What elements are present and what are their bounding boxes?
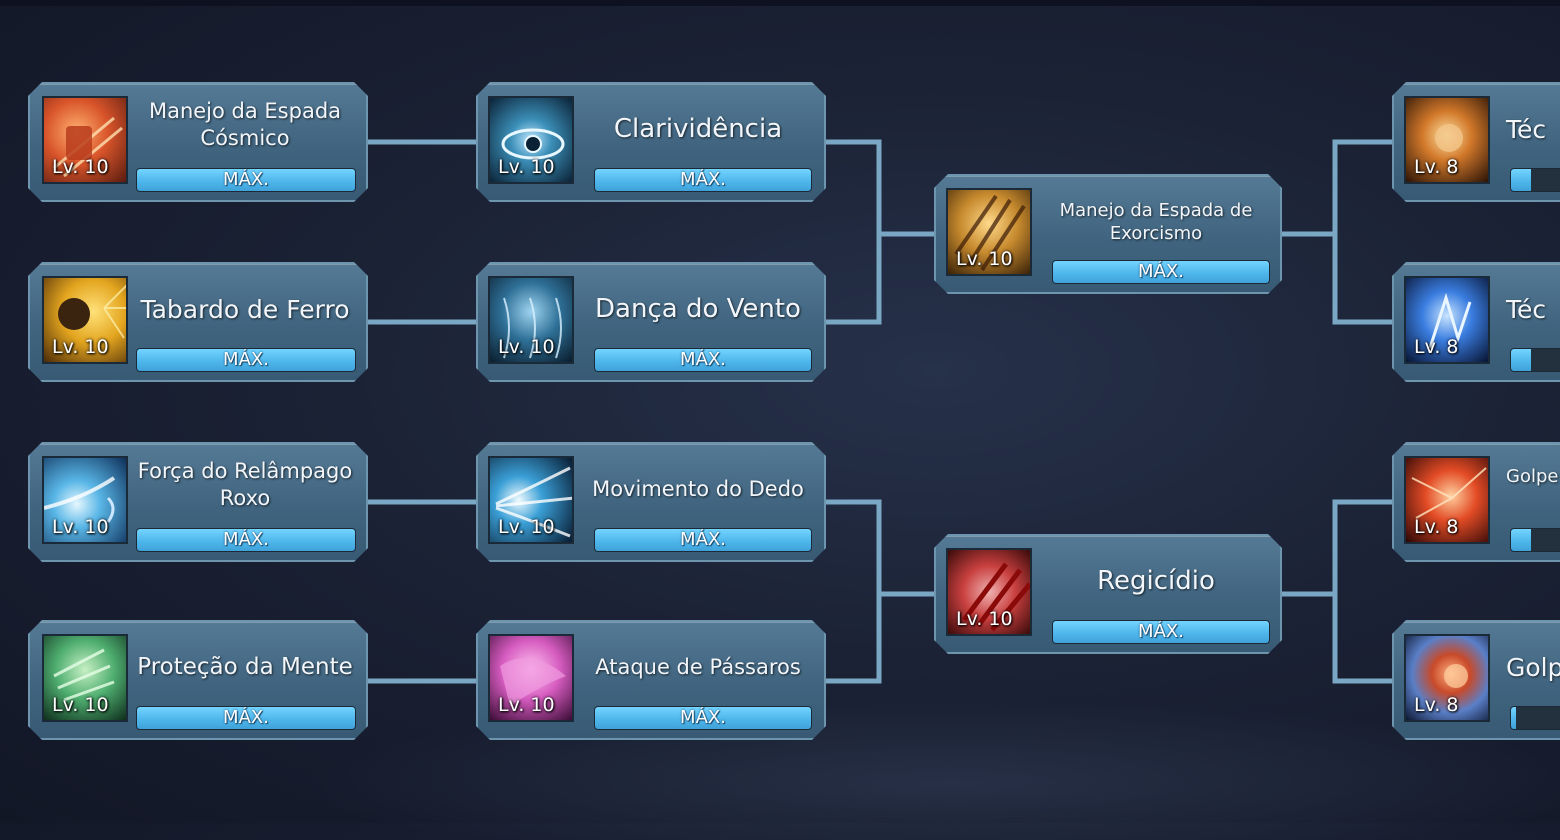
- mind-protection-icon: Lv. 10: [42, 634, 128, 722]
- skill-progress-bar: MÁX.: [594, 348, 812, 372]
- skill-node-strike-1[interactable]: Lv. 8 Golpe: [1392, 442, 1560, 562]
- regicide-claw-icon: Lv. 10: [946, 548, 1032, 636]
- skill-progress-fill: [595, 707, 811, 729]
- skill-level: Lv. 10: [52, 516, 109, 538]
- skill-node-bird-attack[interactable]: Lv. 10 Ataque de Pássaros MÁX.: [476, 620, 826, 740]
- finger-movement-icon: Lv. 10: [488, 456, 574, 544]
- skill-node-cosmic-sword[interactable]: Lv. 10 Manejo da Espada Cósmico MÁX.: [28, 82, 368, 202]
- skill-node-technique-1[interactable]: Lv. 8 Téc: [1392, 82, 1560, 202]
- skill-name: Clarividência: [613, 114, 783, 145]
- skill-progress-fill: [137, 707, 355, 729]
- skill-progress-bar: [1510, 706, 1560, 730]
- skill-progress-fill: [1053, 261, 1269, 283]
- skill-progress-bar: MÁX.: [136, 706, 356, 730]
- skill-level: Lv. 10: [956, 248, 1013, 270]
- skill-progress-bar: MÁX.: [594, 168, 812, 192]
- skill-max-label: MÁX.: [223, 529, 269, 550]
- skill-tree-connectors: [365, 139, 1395, 684]
- skill-progress-fill: [137, 529, 355, 551]
- skill-level: Lv. 10: [498, 336, 555, 358]
- skill-level: Lv. 10: [498, 694, 555, 716]
- wind-dance-icon: Lv. 10: [488, 276, 574, 364]
- skill-max-label: MÁX.: [680, 349, 726, 370]
- skill-progress-fill: [1511, 707, 1516, 729]
- strike-blue-red-icon: Lv. 8: [1404, 634, 1490, 722]
- skill-node-purple-lightning[interactable]: Lv. 10 Força do Relâmpago Roxo MÁX.: [28, 442, 368, 562]
- skill-node-technique-2[interactable]: Lv. 8 Téc: [1392, 262, 1560, 382]
- skill-name: Ataque de Pássaros: [595, 655, 801, 680]
- technique-blue-hand-icon: Lv. 8: [1404, 276, 1490, 364]
- clairvoyance-eye-icon: Lv. 10: [488, 96, 574, 184]
- skill-max-label: MÁX.: [1138, 621, 1184, 642]
- skill-name: Golpe: [1506, 466, 1559, 488]
- skill-max-label: MÁX.: [680, 169, 726, 190]
- skill-progress-bar: MÁX.: [594, 528, 812, 552]
- skill-node-strike-2[interactable]: Lv. 8 Golp: [1392, 620, 1560, 740]
- skill-progress-fill: [1511, 349, 1531, 371]
- skill-max-label: MÁX.: [1138, 261, 1184, 282]
- skill-node-finger-movement[interactable]: Lv. 10 Movimento do Dedo MÁX.: [476, 442, 826, 562]
- skill-name: Força do Relâmpago Roxo: [137, 458, 353, 510]
- skill-progress-bar: [1510, 528, 1560, 552]
- bird-attack-icon: Lv. 10: [488, 634, 574, 722]
- skill-node-iron-tabard[interactable]: Lv. 10 Tabardo de Ferro MÁX.: [28, 262, 368, 382]
- skill-level: Lv. 10: [498, 516, 555, 538]
- skill-progress-fill: [137, 349, 355, 371]
- skill-max-label: MÁX.: [223, 707, 269, 728]
- skill-progress-fill: [1053, 621, 1269, 643]
- skill-node-mind-protection[interactable]: Lv. 10 Proteção da Mente MÁX.: [28, 620, 368, 740]
- skill-name: Proteção da Mente: [137, 654, 353, 681]
- skill-progress-bar: MÁX.: [1052, 620, 1270, 644]
- technique-fire-icon: Lv. 8: [1404, 96, 1490, 184]
- skill-node-exorcism-sword[interactable]: Lv. 10 Manejo da Espada de Exorcismo MÁX…: [934, 174, 1282, 294]
- skill-node-wind-dance[interactable]: Lv. 10 Dança do Vento MÁX.: [476, 262, 826, 382]
- skill-progress-fill: [1511, 529, 1531, 551]
- skill-progress-bar: MÁX.: [136, 168, 356, 192]
- skill-name: Movimento do Dedo: [592, 477, 804, 502]
- skill-max-label: MÁX.: [680, 529, 726, 550]
- skill-name: Téc: [1506, 114, 1547, 144]
- skill-level: Lv. 10: [52, 694, 109, 716]
- skill-name: Manejo da Espada de Exorcismo: [1059, 199, 1253, 244]
- skill-progress-fill: [595, 349, 811, 371]
- skill-name: Manejo da Espada Cósmico: [148, 98, 342, 150]
- skill-node-regicide[interactable]: Lv. 10 Regicídio MÁX.: [934, 534, 1282, 654]
- strike-red-burst-icon: Lv. 8: [1404, 456, 1490, 544]
- skill-level: Lv. 10: [956, 608, 1013, 630]
- skill-name: Regicídio: [1097, 566, 1215, 597]
- skill-level: Lv. 8: [1414, 156, 1459, 178]
- skill-progress-bar: [1510, 348, 1560, 372]
- skill-level: Lv. 8: [1414, 694, 1459, 716]
- skill-name: Tabardo de Ferro: [140, 294, 350, 324]
- iron-tabard-icon: Lv. 10: [42, 276, 128, 364]
- skill-progress-fill: [595, 169, 811, 191]
- skill-max-label: MÁX.: [680, 707, 726, 728]
- skill-name: Golp: [1506, 652, 1560, 682]
- skill-progress-bar: MÁX.: [1052, 260, 1270, 284]
- exorcism-sword-icon: Lv. 10: [946, 188, 1032, 276]
- skill-progress-bar: MÁX.: [136, 528, 356, 552]
- skill-level: Lv. 8: [1414, 336, 1459, 358]
- skill-progress-fill: [595, 529, 811, 551]
- skill-level: Lv. 10: [498, 156, 555, 178]
- skill-node-clairvoyance[interactable]: Lv. 10 Clarividência MÁX.: [476, 82, 826, 202]
- skill-max-label: MÁX.: [223, 169, 269, 190]
- skill-progress-bar: MÁX.: [594, 706, 812, 730]
- purple-lightning-icon: Lv. 10: [42, 456, 128, 544]
- skill-level: Lv. 10: [52, 156, 109, 178]
- skill-name: Dança do Vento: [595, 294, 801, 325]
- skill-progress-fill: [1511, 169, 1531, 191]
- skill-progress-bar: MÁX.: [136, 348, 356, 372]
- skill-level: Lv. 10: [52, 336, 109, 358]
- skill-name: Téc: [1506, 294, 1547, 324]
- skill-level: Lv. 8: [1414, 516, 1459, 538]
- skill-progress-fill: [137, 169, 355, 191]
- skill-max-label: MÁX.: [223, 349, 269, 370]
- skill-progress-bar: [1510, 168, 1560, 192]
- top-edge-bar: [0, 0, 1560, 6]
- cosmic-sword-icon: Lv. 10: [42, 96, 128, 184]
